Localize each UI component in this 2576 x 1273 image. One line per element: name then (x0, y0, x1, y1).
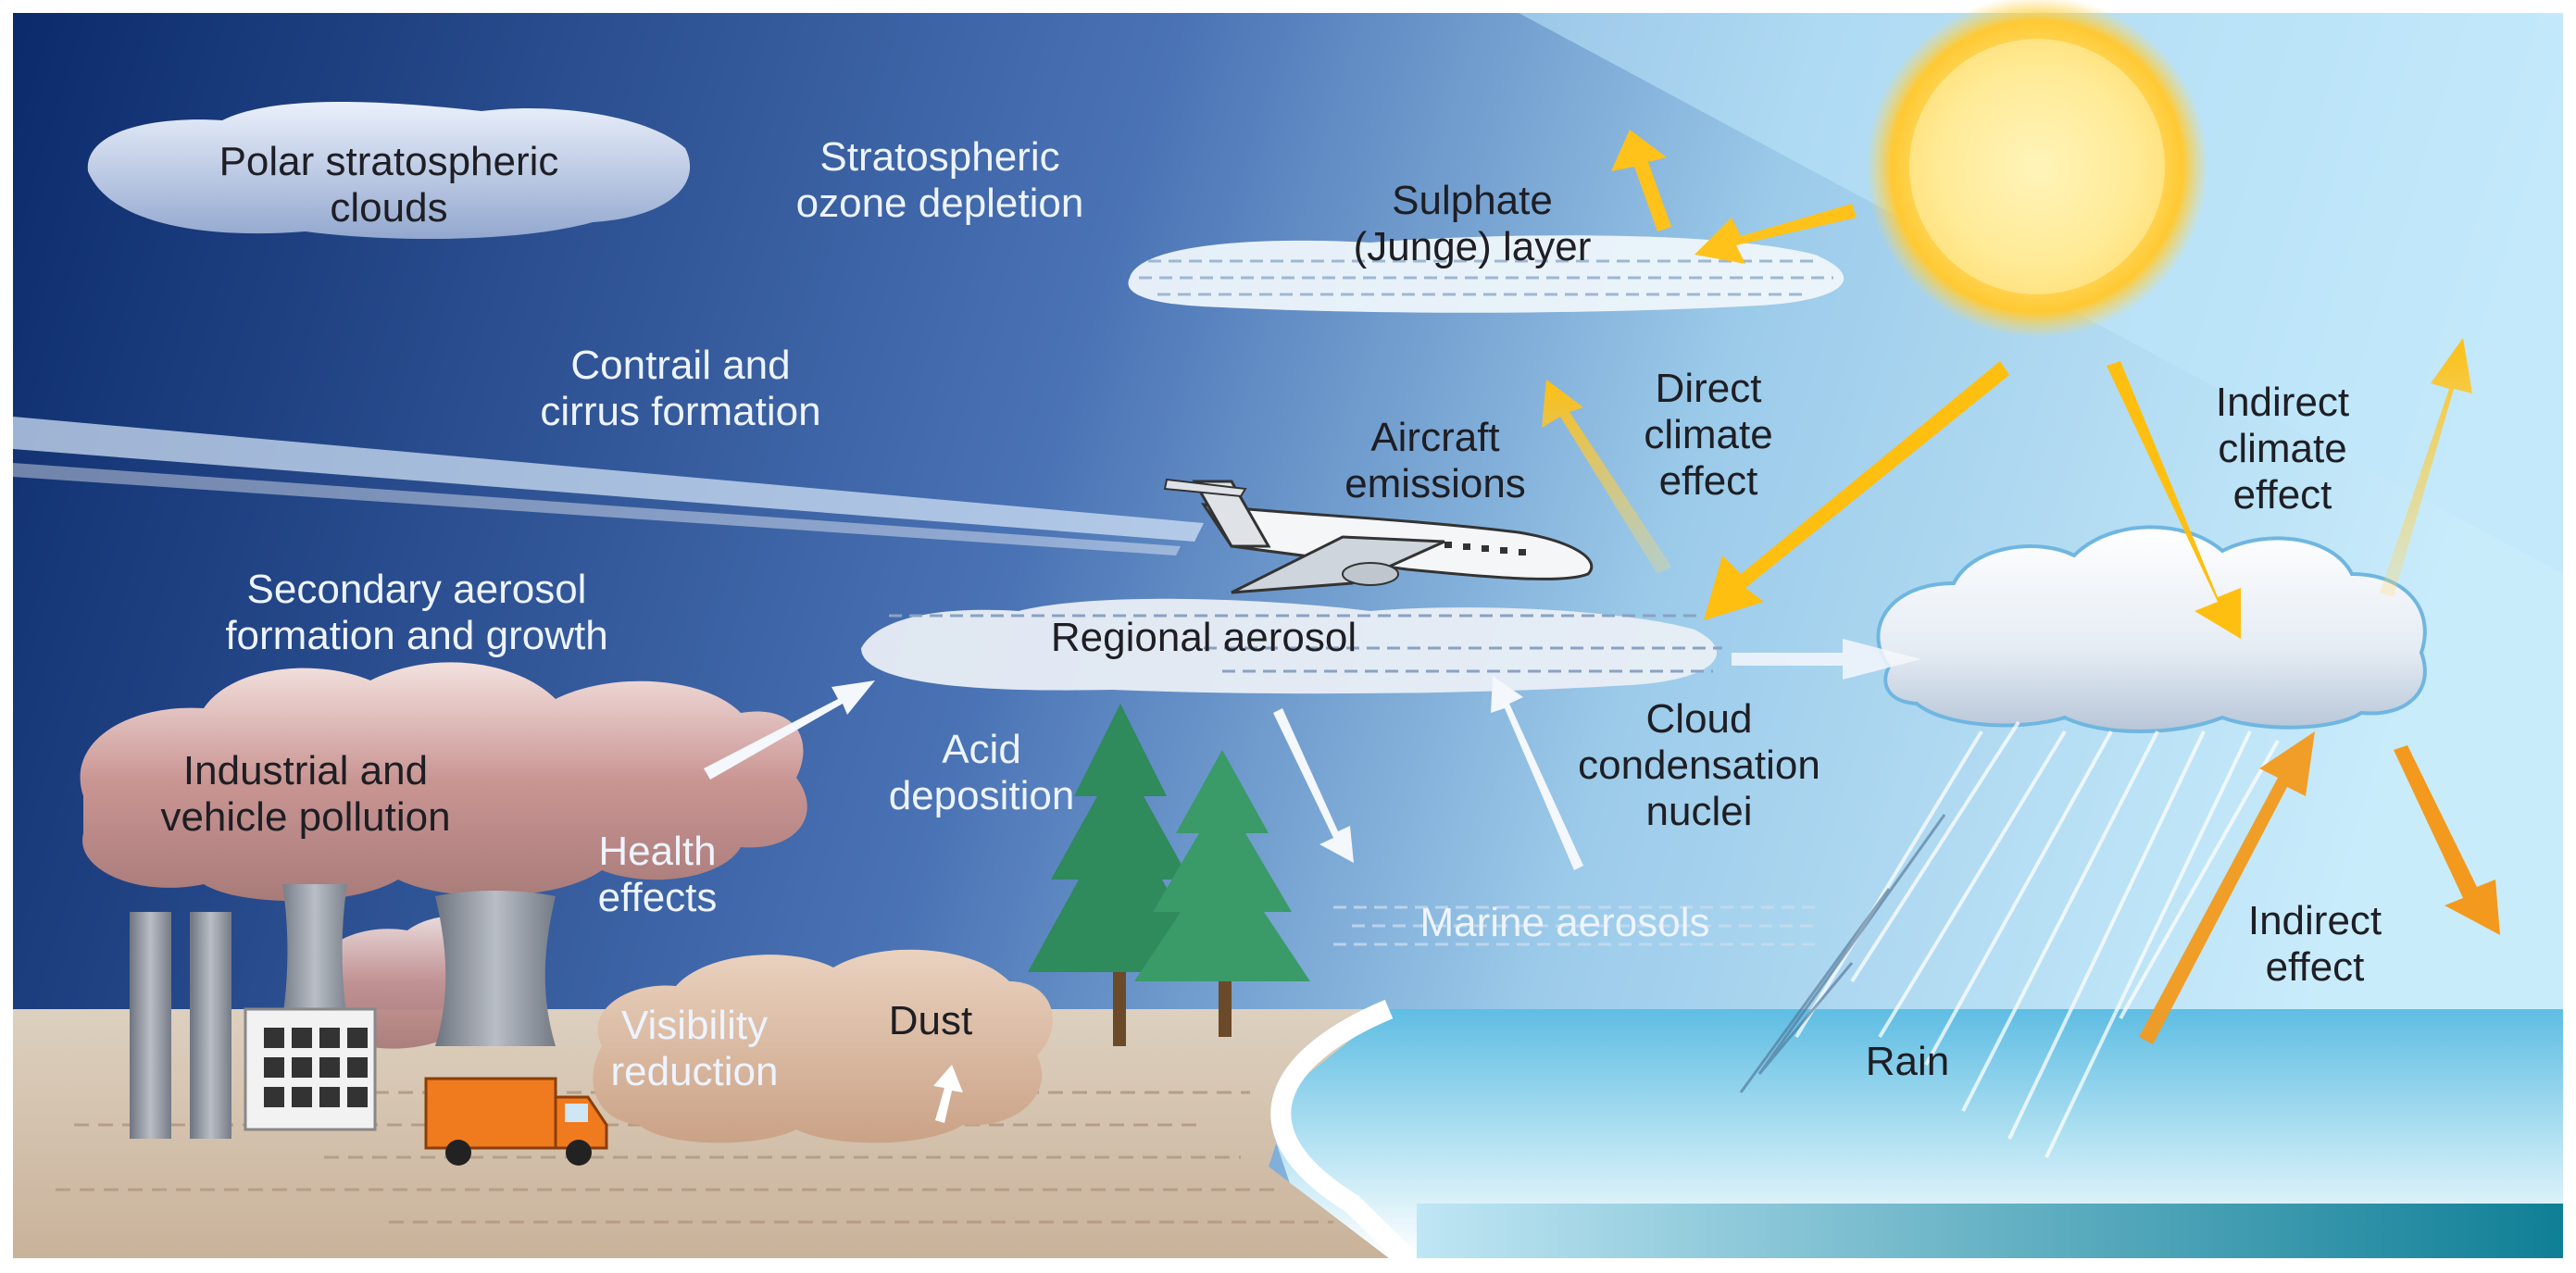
flow-arrows (704, 639, 1921, 1123)
polar-cloud (87, 102, 691, 240)
rain-cloud (1876, 525, 2427, 733)
illustration (13, 0, 2563, 1266)
rain-streaks (1794, 720, 2280, 1158)
trees (1028, 704, 1310, 1046)
factory (130, 884, 556, 1139)
contrail-beam (13, 417, 1204, 542)
airplane (1163, 478, 1594, 594)
regional-aerosol-band (861, 598, 1722, 694)
sulphate-layer (1128, 235, 1844, 313)
beach (1270, 999, 1415, 1266)
truck (424, 1077, 608, 1166)
sea-deep (1417, 1204, 2563, 1258)
pollution-cloud (80, 662, 807, 902)
dust-cloud (593, 949, 1053, 1143)
radiation-arrows (1542, 130, 2500, 1044)
rain-streaks-dark (1739, 814, 1946, 1093)
marine-aerosol-band (1333, 905, 1815, 946)
contrail-beam-2 (13, 463, 1181, 555)
sea (1232, 1009, 2563, 1258)
